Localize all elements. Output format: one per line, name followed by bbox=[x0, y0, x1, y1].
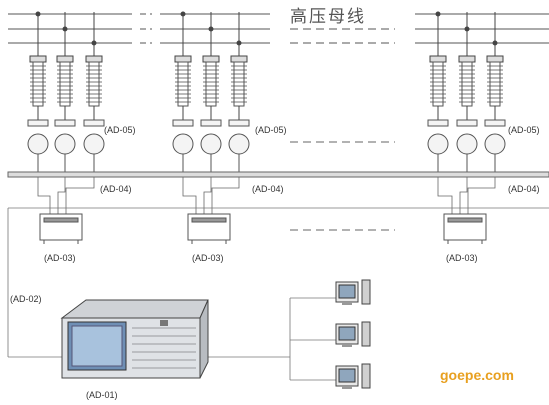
client-computer-1 bbox=[335, 279, 371, 305]
client-computer-3 bbox=[335, 363, 371, 389]
sensor-meters-bay-1 bbox=[27, 119, 105, 174]
bay-3: (AD-05) bbox=[427, 11, 540, 174]
label-ad04-bay-1: (AD-04) bbox=[100, 184, 132, 194]
sensor-meters-bay-2 bbox=[172, 119, 250, 174]
bay-1: (AD-05) bbox=[27, 11, 136, 174]
bay-2: (AD-05) bbox=[172, 11, 287, 174]
acquisition-unit-1 bbox=[39, 213, 83, 244]
arrester-3-3 bbox=[486, 12, 504, 120]
label-ad01: (AD-01) bbox=[86, 390, 118, 400]
arrester-3-1 bbox=[429, 11, 447, 120]
arrester-2-1 bbox=[174, 11, 192, 120]
arrester-1-1 bbox=[29, 11, 47, 120]
label-ad03-unit-1: (AD-03) bbox=[44, 253, 76, 263]
sensor-meters-bay-3 bbox=[427, 119, 506, 174]
label-ad02: (AD-02) bbox=[10, 294, 42, 304]
client-computer-2 bbox=[335, 321, 371, 347]
arrester-2-3 bbox=[230, 12, 248, 120]
arrester-1-2 bbox=[56, 12, 74, 120]
label-ad05-bay-2: (AD-05) bbox=[255, 125, 287, 135]
communication-bus bbox=[7, 207, 549, 381]
acquisition-unit-2 bbox=[187, 213, 231, 244]
label-ad04-bay-3: (AD-04) bbox=[508, 184, 540, 194]
ground-line bbox=[7, 171, 549, 178]
label-ad03-unit-3: (AD-03) bbox=[446, 253, 478, 263]
acquisition-unit-3 bbox=[443, 213, 487, 244]
arrester-2-2 bbox=[202, 12, 220, 120]
arrester-1-3 bbox=[85, 12, 103, 120]
sensor-cables bbox=[37, 177, 496, 214]
label-ad05-bay-3: (AD-05) bbox=[508, 125, 540, 135]
busbar-title: 高压母线 bbox=[290, 7, 366, 27]
label-ad04-bay-2: (AD-04) bbox=[252, 184, 284, 194]
monitoring-host bbox=[60, 299, 209, 379]
label-ad05-bay-1: (AD-05) bbox=[104, 125, 136, 135]
arrester-3-2 bbox=[458, 12, 476, 120]
watermark: goepe.com bbox=[440, 367, 514, 383]
label-ad03-unit-2: (AD-03) bbox=[192, 253, 224, 263]
continuation-dashes bbox=[290, 141, 395, 231]
